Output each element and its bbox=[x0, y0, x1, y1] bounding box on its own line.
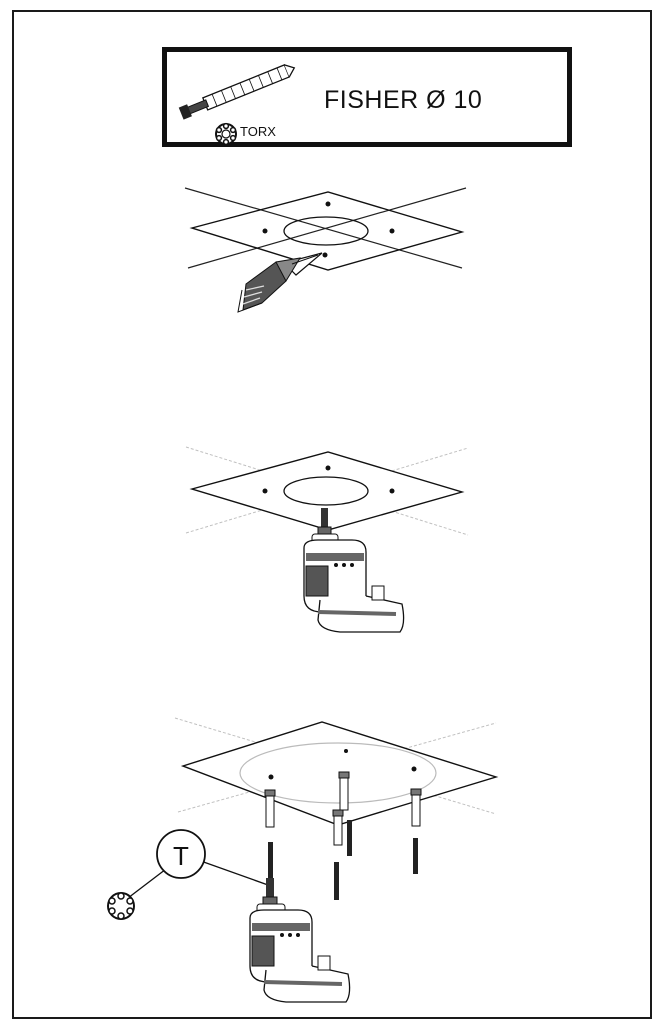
step-fix-plate: T bbox=[107, 717, 499, 1003]
torx-icon bbox=[215, 122, 237, 146]
screw bbox=[268, 820, 418, 900]
torx-label: TORX bbox=[240, 124, 276, 139]
drill-icon bbox=[303, 508, 405, 633]
wall-plug-screw-icon bbox=[178, 64, 296, 120]
base-plate-outline bbox=[189, 451, 465, 531]
base-plate-outline bbox=[189, 191, 465, 271]
guide-line bbox=[187, 187, 467, 269]
hole-mark bbox=[262, 228, 268, 234]
guide-line bbox=[184, 187, 463, 269]
hole-mark bbox=[325, 201, 331, 207]
hole-mark bbox=[389, 228, 395, 234]
page-border bbox=[12, 10, 652, 1019]
torx-bit-icon bbox=[107, 892, 135, 920]
center-hole bbox=[283, 476, 369, 506]
pencil-icon bbox=[237, 252, 323, 313]
header-title: FISHER Ø 10 bbox=[324, 86, 483, 114]
header-box: TORX FISHER Ø 10 bbox=[162, 47, 572, 147]
center-hole bbox=[239, 742, 437, 804]
step-mark-holes bbox=[184, 187, 467, 313]
screwdriver-drill-icon bbox=[249, 878, 351, 1003]
torx-callout bbox=[156, 829, 206, 879]
hole-mark bbox=[322, 252, 328, 258]
center-hole bbox=[283, 216, 369, 246]
step-drill-holes bbox=[185, 446, 469, 633]
wall-plug bbox=[264, 771, 422, 846]
torx-callout-letter: T bbox=[173, 841, 189, 871]
